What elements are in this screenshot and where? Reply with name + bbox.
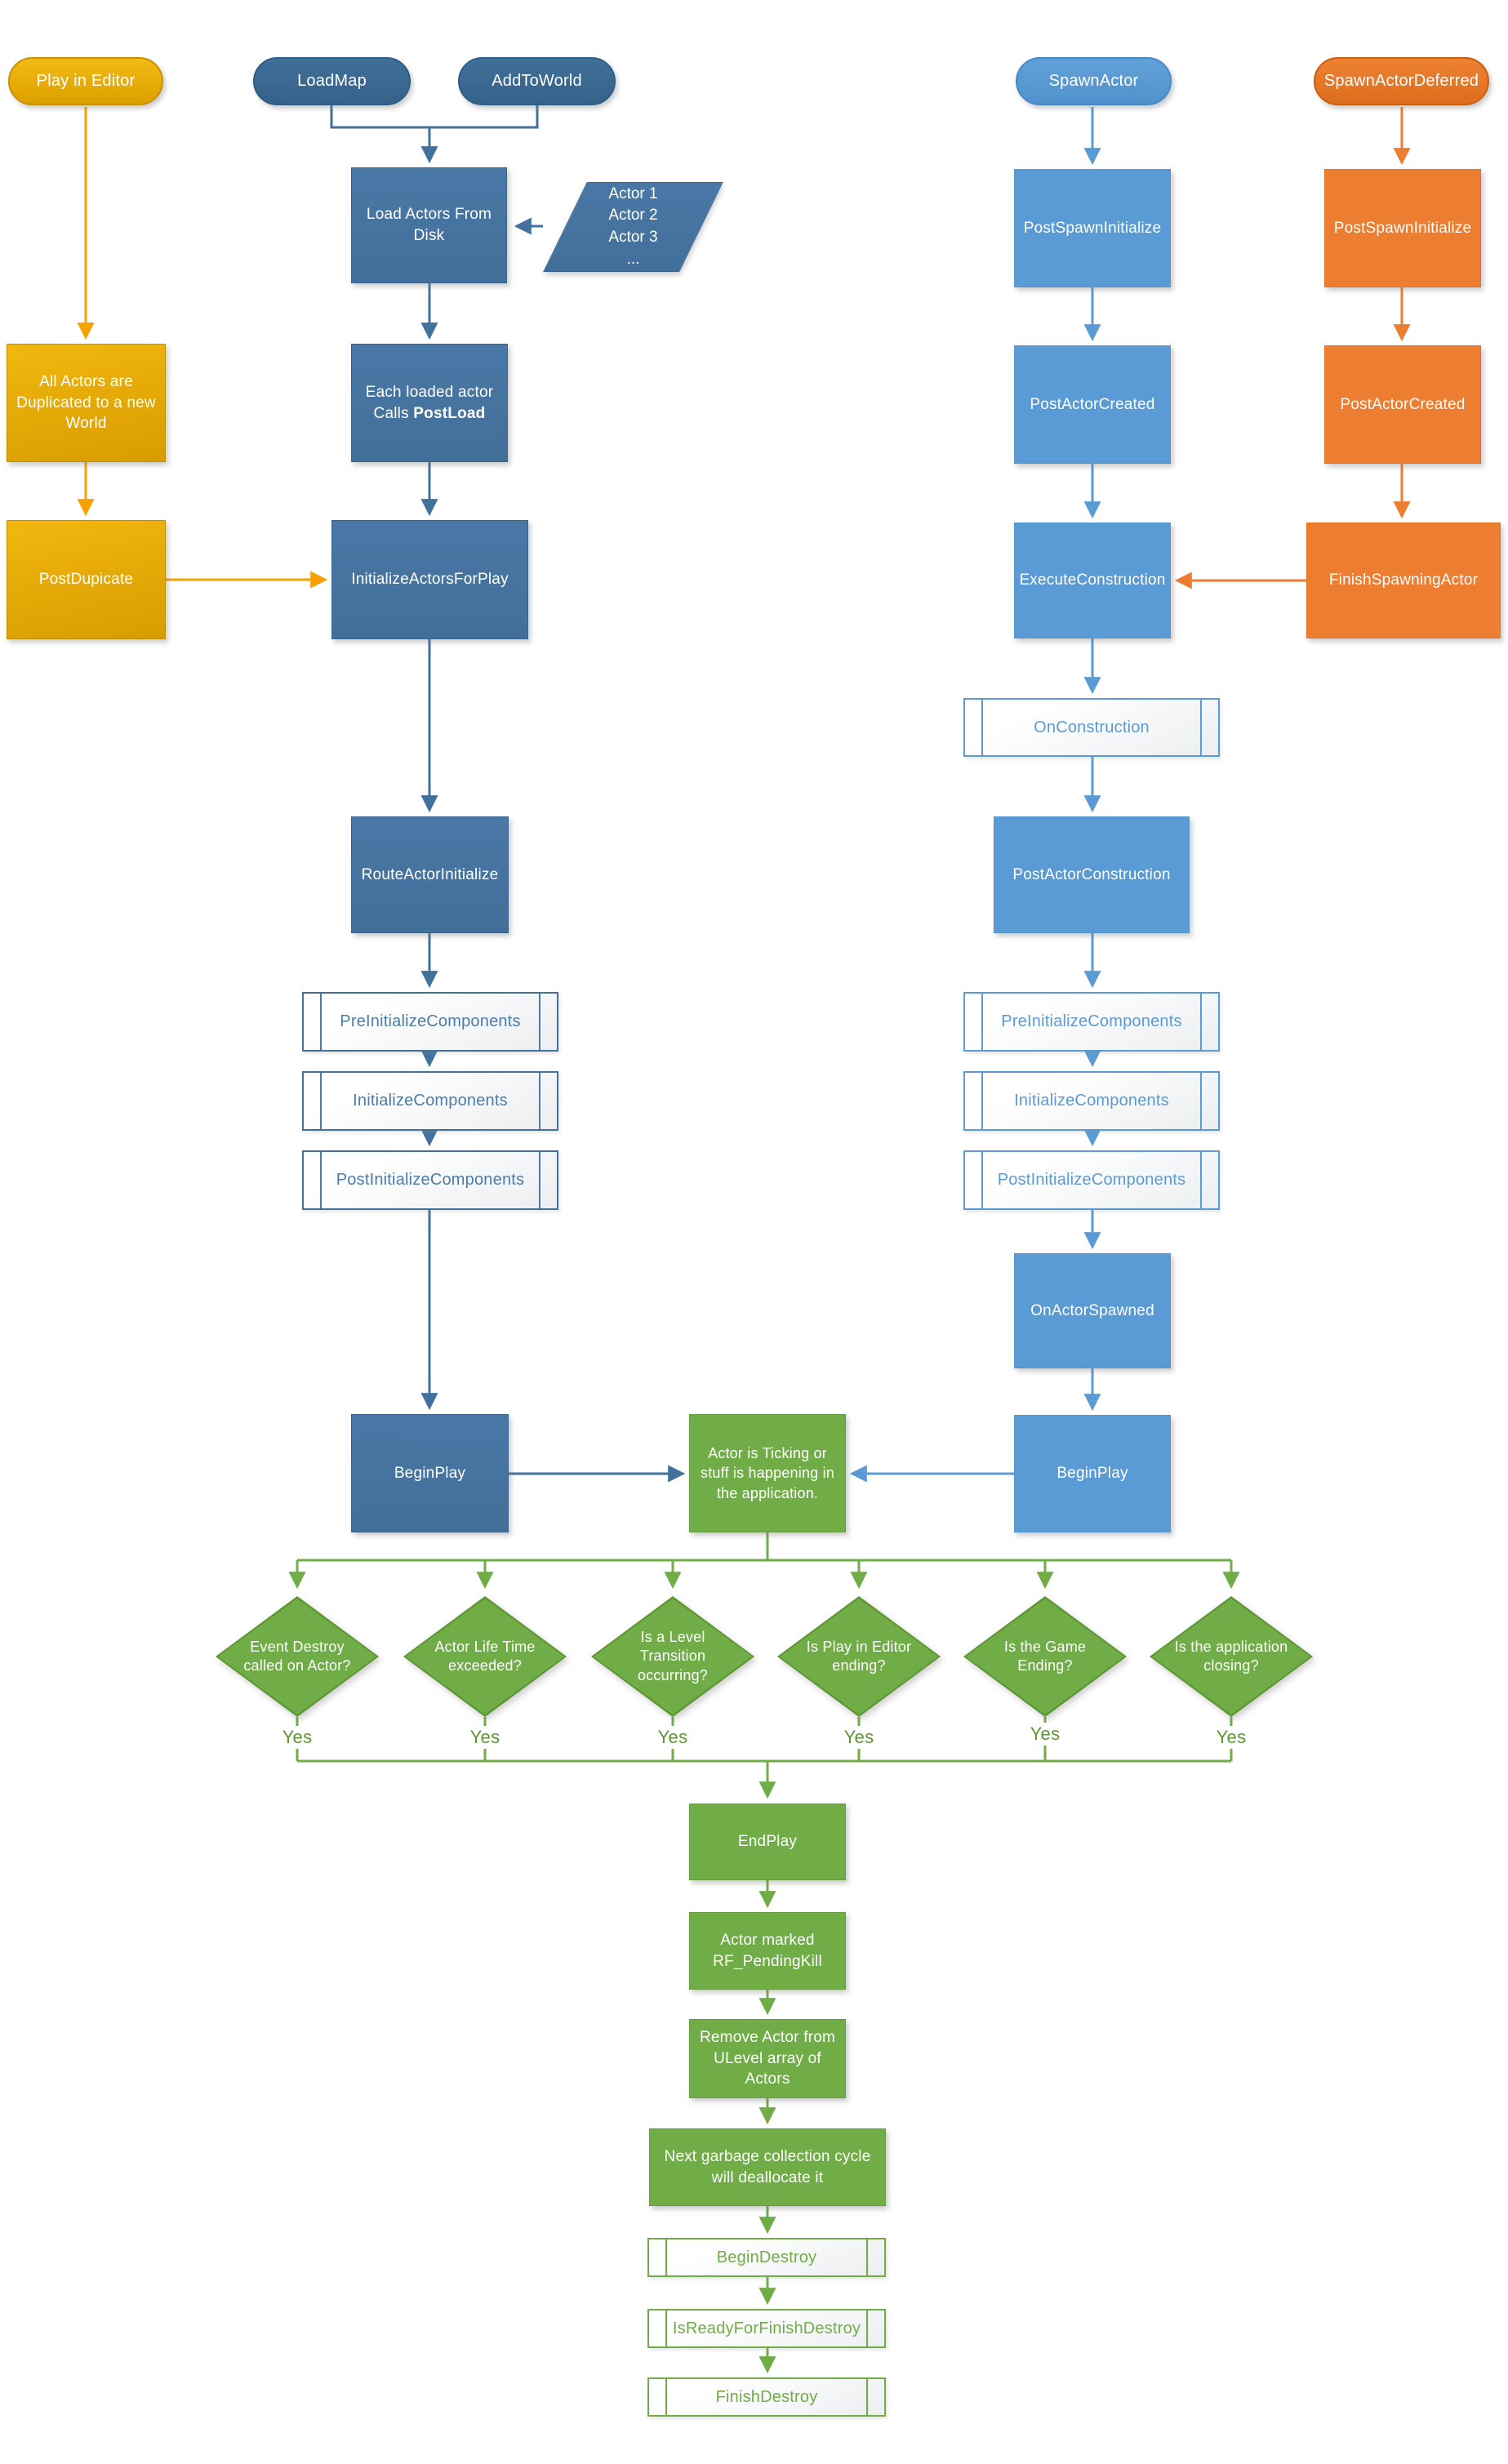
- node-post-spawn-initialize-orange: PostSpawnInitialize: [1324, 169, 1481, 287]
- subroutine-bar-right: [866, 2379, 868, 2415]
- yes-label: Yes: [452, 1726, 518, 1749]
- subroutine-label: PreInitializeComponents: [340, 1012, 521, 1030]
- subroutine-pre-initialize-components-left: PreInitializeComponents: [302, 992, 558, 1052]
- node-remove-actor-from-ulevel: Remove Actor from ULevel array of Actors: [689, 2019, 846, 2098]
- decision-question: Is the application closing?: [1174, 1638, 1288, 1674]
- node-each-loaded-actor: Each loaded actor Calls PostLoad: [351, 344, 508, 462]
- actor-list-line: Actor 2: [608, 207, 658, 225]
- node-route-actor-initialize: RouteActorInitialize: [351, 816, 509, 933]
- node-next-garbage-collection: Next garbage collection cycle will deall…: [649, 2128, 886, 2206]
- decision-question: Is Play in Editor ending?: [806, 1638, 912, 1674]
- subroutine-bar-left: [665, 2311, 667, 2346]
- subroutine-finish-destroy: FinishDestroy: [647, 2377, 886, 2417]
- node-actor-marked-pending-kill: Actor marked RF_PendingKill: [689, 1912, 846, 1990]
- node-on-actor-spawned: OnActorSpawned: [1014, 1253, 1171, 1368]
- node-actor-ticking: Actor is Ticking or stuff is happening i…: [689, 1414, 846, 1532]
- subroutine-label: PostInitializeComponents: [997, 1171, 1186, 1189]
- subroutine-on-construction: OnConstruction: [963, 698, 1220, 757]
- decision-question: Actor Life Time exceeded?: [434, 1638, 536, 1674]
- subroutine-label: OnConstruction: [1034, 718, 1150, 736]
- subroutine-bar-left: [665, 2379, 667, 2415]
- subroutine-bar-right: [1200, 700, 1202, 755]
- node-begin-play-left: BeginPlay: [351, 1414, 509, 1532]
- yes-label: Yes: [265, 1726, 330, 1749]
- actor-list-line: Actor 1: [608, 185, 658, 202]
- node-initialize-actors-for-play: InitializeActorsForPlay: [331, 520, 528, 639]
- each-loaded-actor-postload: PostLoad: [413, 404, 486, 422]
- subroutine-label: IsReadyForFinishDestroy: [672, 2319, 861, 2337]
- node-post-actor-created-orange: PostActorCreated: [1324, 345, 1481, 464]
- decision-pie-ending: Is Play in Editor ending?: [777, 1596, 941, 1717]
- decision-application-closing: Is the application closing?: [1150, 1596, 1313, 1717]
- decision-question: Event Destroy called on Actor?: [243, 1638, 351, 1674]
- yes-label: Yes: [640, 1726, 705, 1749]
- subroutine-bar-left: [320, 1073, 322, 1129]
- green-connectors: [288, 1532, 1240, 2374]
- subroutine-label: FinishDestroy: [715, 2387, 818, 2406]
- decision-level-transition: Is a Level Transition occurring?: [591, 1596, 754, 1717]
- each-loaded-actor-calls: Calls: [373, 404, 409, 422]
- decision-question: Is the Game Ending?: [1003, 1638, 1087, 1674]
- subroutine-bar-right: [1200, 1152, 1202, 1208]
- subroutine-bar-right: [539, 1073, 540, 1129]
- subroutine-bar-left: [981, 994, 983, 1050]
- yes-label: Yes: [826, 1726, 892, 1749]
- subroutine-bar-left: [981, 700, 983, 755]
- actor-list-line: Actor 3: [608, 229, 658, 246]
- yes-label: Yes: [1012, 1723, 1078, 1746]
- subroutine-post-initialize-components-left: PostInitializeComponents: [302, 1150, 558, 1210]
- subroutine-bar-left: [320, 994, 322, 1050]
- terminator-add-to-world: AddToWorld: [458, 57, 616, 105]
- node-post-dupicate: PostDupicate: [7, 520, 166, 639]
- terminator-load-map: LoadMap: [253, 57, 411, 105]
- subroutine-label: InitializeComponents: [1014, 1092, 1169, 1110]
- actor-list-line: ...: [626, 250, 640, 268]
- orange-connectors: [1174, 107, 1411, 589]
- each-loaded-actor-line1: Each loaded actor: [365, 383, 494, 401]
- subroutine-is-ready-for-finish-destroy: IsReadyForFinishDestroy: [647, 2309, 886, 2348]
- decision-actor-lifetime: Actor Life Time exceeded?: [403, 1596, 567, 1717]
- steel-connectors: [330, 105, 686, 1483]
- subroutine-bar-right: [866, 2239, 868, 2275]
- subroutine-bar-left: [665, 2239, 667, 2275]
- terminator-spawn-actor: SpawnActor: [1016, 57, 1172, 105]
- subroutine-label: BeginDestroy: [716, 2248, 817, 2266]
- node-finish-spawning-actor: FinishSpawningActor: [1306, 523, 1501, 638]
- subroutine-label: InitializeComponents: [353, 1092, 508, 1110]
- subroutine-initialize-components-left: InitializeComponents: [302, 1071, 558, 1131]
- subroutine-post-initialize-components-right: PostInitializeComponents: [963, 1150, 1220, 1210]
- node-begin-play-right: BeginPlay: [1014, 1415, 1171, 1532]
- lightblue-connectors: [849, 107, 1101, 1483]
- subroutine-bar-left: [981, 1073, 983, 1129]
- subroutine-label: PostInitializeComponents: [336, 1171, 525, 1189]
- node-post-actor-created-blue: PostActorCreated: [1014, 345, 1171, 464]
- decision-game-ending: Is the Game Ending?: [963, 1596, 1127, 1717]
- node-load-actors-from-disk: Load Actors From Disk: [351, 167, 507, 283]
- subroutine-bar-right: [539, 1152, 540, 1208]
- subroutine-begin-destroy: BeginDestroy: [647, 2238, 886, 2277]
- yes-label: Yes: [1199, 1726, 1264, 1749]
- node-execute-construction: ExecuteConstruction: [1014, 523, 1171, 638]
- terminator-spawn-actor-deferred: SpawnActorDeferred: [1314, 57, 1489, 105]
- gold-connectors: [77, 107, 328, 589]
- node-actor-list-parallelogram: Actor 1 Actor 2 Actor 3 ...: [543, 182, 723, 272]
- subroutine-bar-right: [539, 994, 540, 1050]
- node-all-actors-duplicated: All Actors are Duplicated to a new World: [7, 344, 166, 462]
- terminator-play-in-editor: Play in Editor: [8, 57, 163, 105]
- decision-question: Is a Level Transition occurring?: [637, 1628, 709, 1683]
- decision-event-destroy: Event Destroy called on Actor?: [216, 1596, 379, 1717]
- subroutine-pre-initialize-components-right: PreInitializeComponents: [963, 992, 1220, 1052]
- subroutine-bar-right: [866, 2311, 868, 2346]
- subroutine-initialize-components-right: InitializeComponents: [963, 1071, 1220, 1131]
- subroutine-bar-right: [1200, 1073, 1202, 1129]
- subroutine-label: PreInitializeComponents: [1001, 1012, 1182, 1030]
- subroutine-bar-right: [1200, 994, 1202, 1050]
- node-post-spawn-initialize-blue: PostSpawnInitialize: [1014, 169, 1171, 287]
- node-end-play: EndPlay: [689, 1804, 846, 1880]
- subroutine-bar-left: [320, 1152, 322, 1208]
- subroutine-bar-left: [981, 1152, 983, 1208]
- node-post-actor-construction: PostActorConstruction: [994, 816, 1190, 933]
